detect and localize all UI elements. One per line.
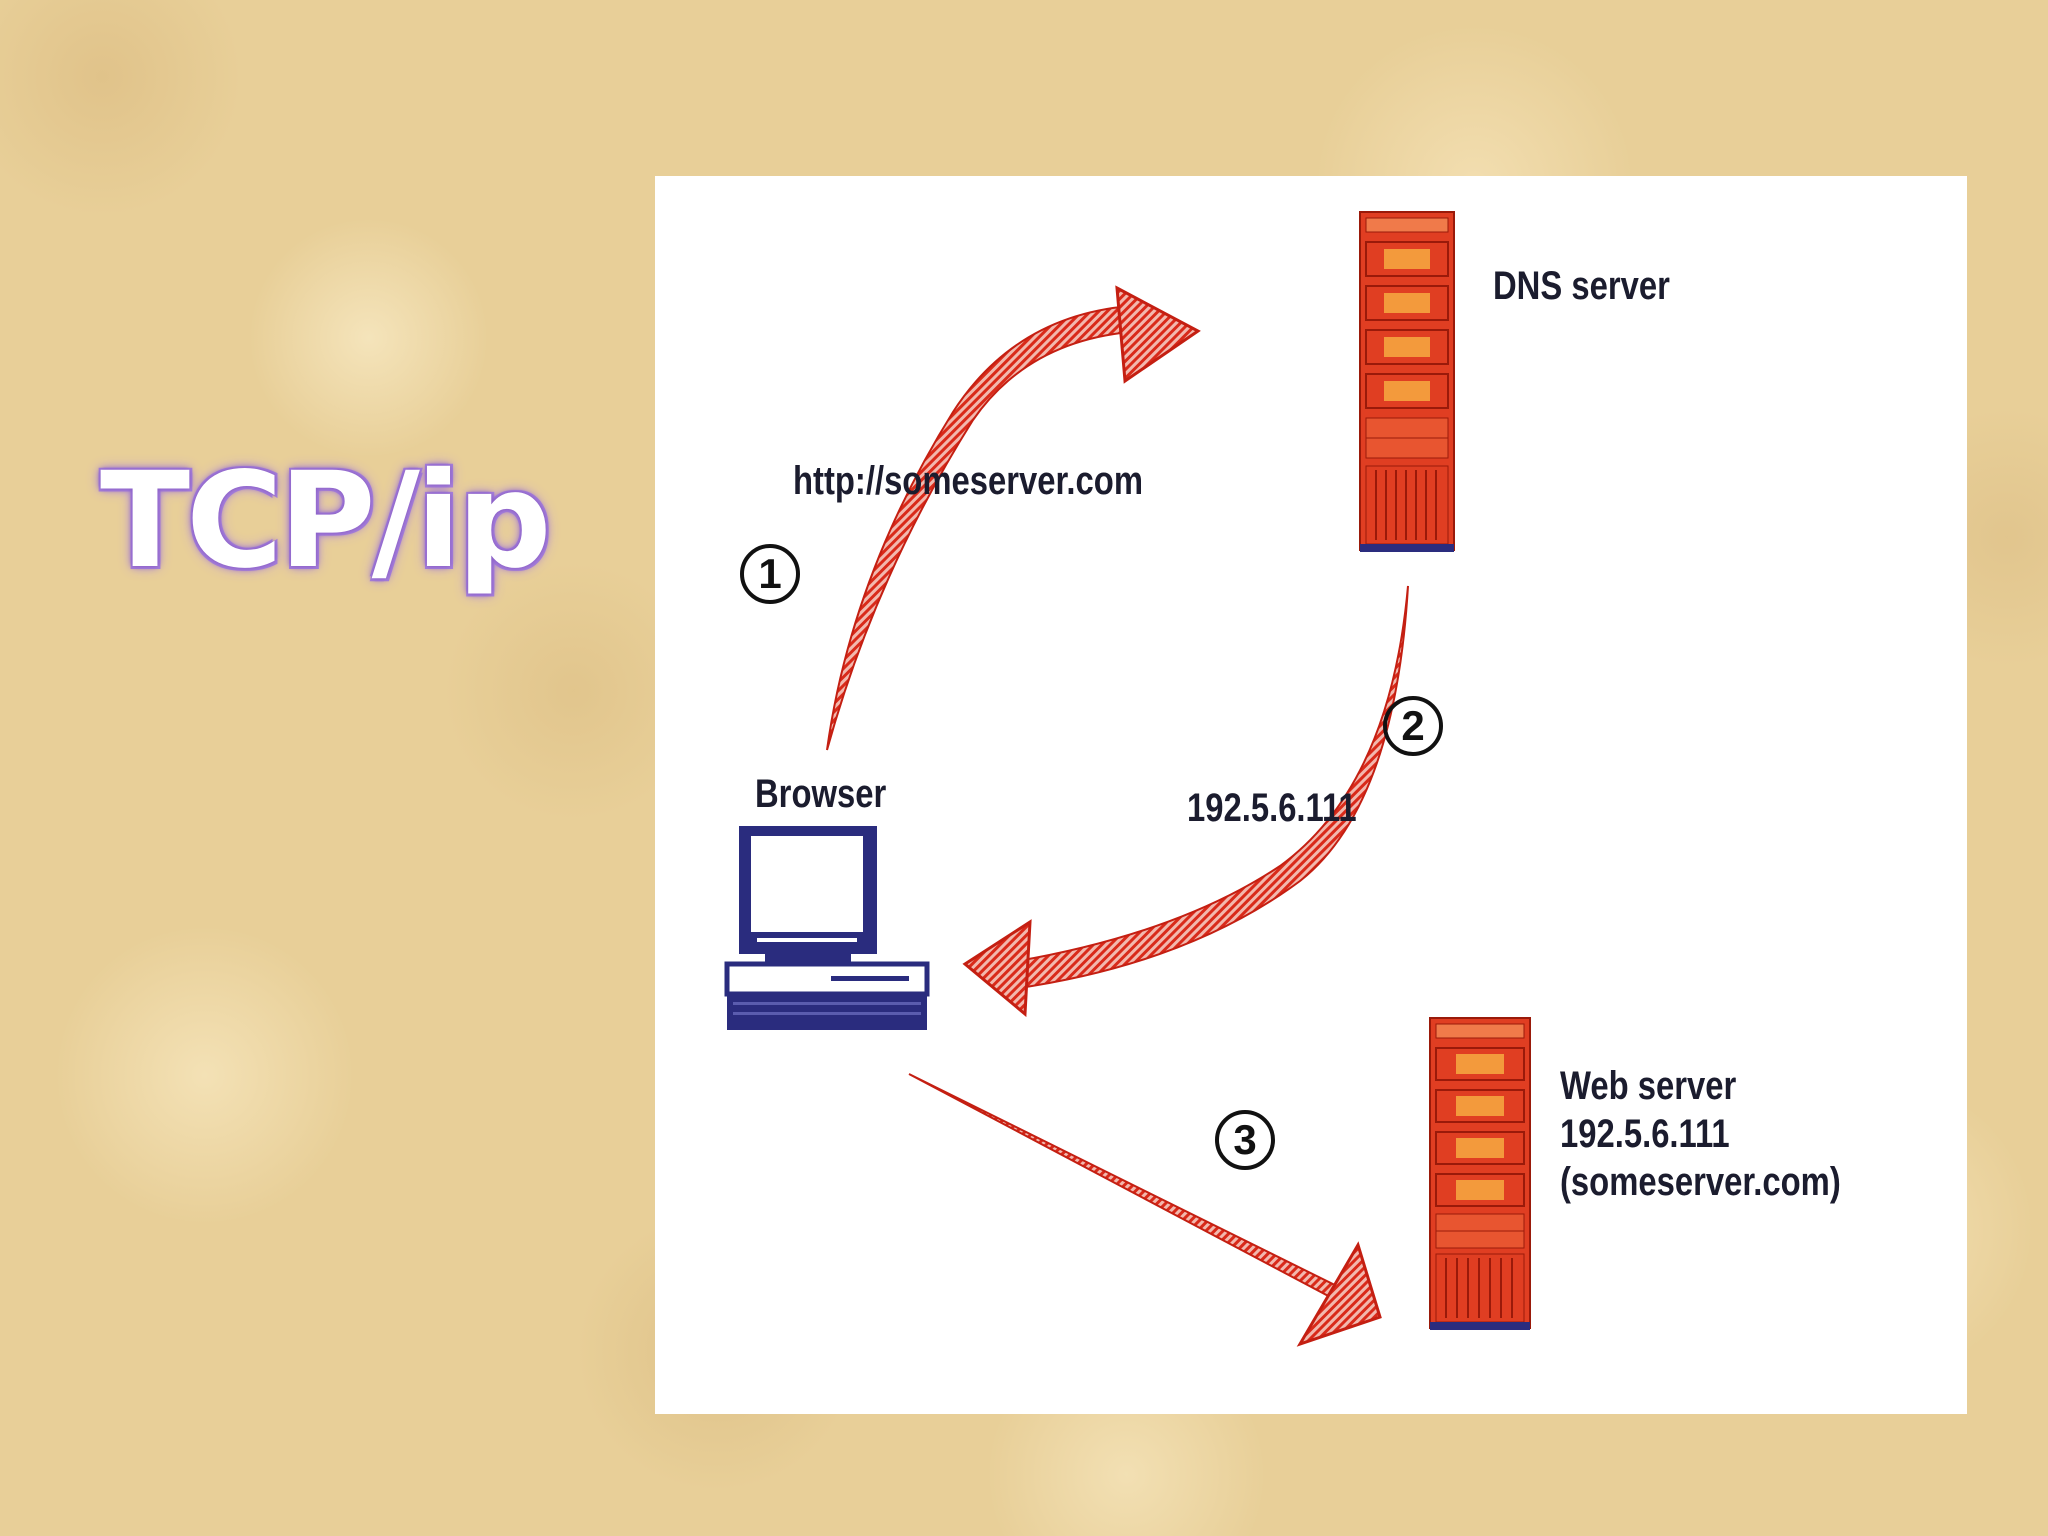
dns-server-label: DNS server [1493, 264, 1670, 308]
dns-server-icon [1359, 211, 1455, 552]
web-server-icon [1429, 1017, 1531, 1330]
diagram-graphics [724, 211, 1531, 1347]
browser-computer-icon [724, 826, 930, 1030]
step-3-marker: 3 [1215, 1110, 1275, 1170]
browser-label: Browser [755, 772, 887, 816]
diagram-panel: DNS server http://someserver.com 1 2 Bro… [655, 176, 1967, 1414]
slide-title: TCP/ip [100, 444, 552, 598]
step-2-label: 192.5.6.111 [1187, 786, 1357, 830]
arrow-step-1 [826, 285, 1201, 751]
web-server-name: Web server [1560, 1064, 1737, 1108]
web-server-domain: (someserver.com) [1560, 1160, 1841, 1204]
web-server-ip: 192.5.6.111 [1560, 1112, 1730, 1156]
step-1-marker: 1 [740, 544, 800, 604]
arrow-step-3 [908, 1073, 1382, 1347]
step-2-marker: 2 [1383, 696, 1443, 756]
step-1-label: http://someserver.com [793, 459, 1143, 503]
arrow-step-2 [962, 585, 1409, 1018]
web-server-label: Web server 192.5.6.111 (someserver.com) [1560, 1062, 1841, 1206]
